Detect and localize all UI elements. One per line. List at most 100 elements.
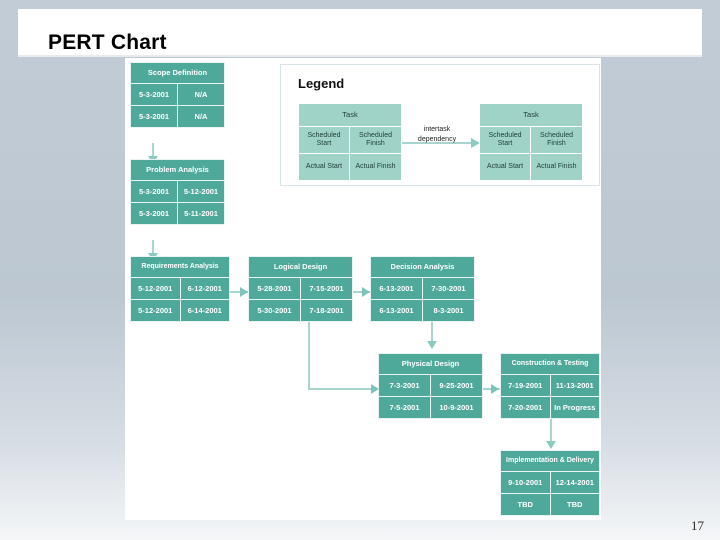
scheduled-start: 7-19-2001	[501, 375, 551, 396]
node-actual-row: 7-5-2001 10-9-2001	[379, 397, 482, 418]
scheduled-start: 5-3-2001	[131, 181, 178, 202]
actual-start: TBD	[501, 494, 551, 515]
actual-finish: 5-11-2001	[184, 209, 218, 218]
node-scheduled-row: 7-19-2001 11-13-2001	[501, 375, 599, 397]
connector-logical-elbow-vertical	[308, 320, 310, 388]
node-scheduled-row: 5-3-2001 5-12-2001	[131, 181, 224, 203]
node-decision-analysis[interactable]: Decision Analysis 6-13-2001 7-30-2001 6-…	[370, 256, 475, 322]
legend-task-left: Task Scheduled Start Scheduled Finish Ac…	[298, 103, 402, 181]
actual-finish: 6-14-2001	[187, 306, 222, 315]
legend-dependency-arrow-icon	[471, 138, 480, 148]
arrow-construction-to-implementation	[546, 441, 556, 449]
scheduled-start: 5-28-2001	[249, 278, 301, 299]
node-title: Requirements Analysis	[131, 257, 229, 278]
legend-actual-row: Actual Start Actual Finish	[299, 154, 401, 180]
arrow-logical-to-decision	[362, 287, 370, 297]
node-title: Physical Design	[379, 354, 482, 375]
node-physical-design[interactable]: Physical Design 7-3-2001 9-25-2001 7-5-2…	[378, 353, 483, 419]
actual-start: 6-13-2001	[371, 300, 423, 321]
legend-scheduled-start: Scheduled Start	[480, 127, 531, 153]
node-actual-row: 5-12-2001 6-14-2001	[131, 300, 229, 321]
actual-finish: 10-9-2001	[439, 403, 474, 412]
arrow-logical-to-physical	[371, 384, 379, 394]
node-title: Implementation & Delivery	[501, 451, 599, 472]
scheduled-finish: 7-15-2001	[309, 284, 344, 293]
legend-scheduled-row: Scheduled Start Scheduled Finish	[299, 127, 401, 154]
legend-scheduled-finish: Scheduled Finish	[358, 131, 393, 148]
legend-actual-finish: Actual Finish	[536, 162, 577, 170]
node-scope-definition[interactable]: Scope Definition 5-3-2001 N/A 5-3-2001 N…	[130, 62, 225, 128]
actual-finish: N/A	[194, 112, 208, 121]
actual-start: 7-5-2001	[379, 397, 431, 418]
legend-scheduled-row: Scheduled Start Scheduled Finish	[480, 127, 582, 154]
legend-scheduled-start: Scheduled Start	[299, 127, 350, 153]
node-actual-row: 6-13-2001 8-3-2001	[371, 300, 474, 321]
node-title: Problem Analysis	[131, 160, 224, 181]
actual-start: 5-3-2001	[131, 106, 178, 127]
actual-finish: In Progress	[554, 403, 596, 412]
scheduled-finish: N/A	[194, 90, 208, 99]
legend-task-right: Task Scheduled Start Scheduled Finish Ac…	[479, 103, 583, 181]
legend-heading: Legend	[298, 76, 345, 91]
arrow-physical-to-construction	[491, 384, 499, 394]
scheduled-finish: 12-14-2001	[555, 478, 594, 487]
scheduled-finish: 5-12-2001	[183, 187, 219, 196]
pert-chart-canvas: Scope Definition 5-3-2001 N/A 5-3-2001 N…	[125, 58, 601, 520]
connector-requirements-to-logical	[230, 291, 248, 293]
legend-panel: Legend Task Scheduled Start Scheduled Fi…	[280, 64, 600, 186]
node-title: Logical Design	[249, 257, 352, 278]
actual-start: 7-20-2001	[501, 397, 551, 418]
legend-actual-start: Actual Start	[480, 154, 531, 180]
node-title: Scope Definition	[131, 63, 224, 84]
scheduled-finish: 11-13-2001	[555, 381, 594, 390]
legend-actual-row: Actual Start Actual Finish	[480, 154, 582, 180]
node-requirements-analysis[interactable]: Requirements Analysis 5-12-2001 6-12-200…	[130, 256, 230, 322]
legend-task-title: Task	[480, 104, 582, 127]
scheduled-start: 5-12-2001	[131, 278, 181, 299]
node-problem-analysis[interactable]: Problem Analysis 5-3-2001 5-12-2001 5-3-…	[130, 159, 225, 225]
actual-finish: TBD	[567, 500, 583, 509]
scheduled-finish: 6-12-2001	[187, 284, 222, 293]
page-title: PERT Chart	[48, 31, 167, 54]
node-actual-row: TBD TBD	[501, 494, 599, 515]
legend-scheduled-finish: Scheduled Finish	[539, 131, 574, 148]
node-implementation-delivery[interactable]: Implementation & Delivery 9-10-2001 12-1…	[500, 450, 600, 516]
node-construction-testing[interactable]: Construction & Testing 7-19-2001 11-13-2…	[500, 353, 600, 419]
node-scheduled-row: 7-3-2001 9-25-2001	[379, 375, 482, 397]
page-number: 17	[691, 518, 704, 533]
node-scheduled-row: 6-13-2001 7-30-2001	[371, 278, 474, 300]
node-logical-design[interactable]: Logical Design 5-28-2001 7-15-2001 5-30-…	[248, 256, 353, 322]
node-title: Decision Analysis	[371, 257, 474, 278]
node-scheduled-row: 9-10-2001 12-14-2001	[501, 472, 599, 494]
legend-dependency-line	[402, 142, 472, 144]
title-divider	[18, 55, 702, 57]
actual-finish: 7-18-2001	[309, 306, 344, 315]
node-actual-row: 5-30-2001 7-18-2001	[249, 300, 352, 321]
legend-task-title: Task	[299, 104, 401, 127]
connector-problem-to-requirements	[152, 240, 154, 262]
scheduled-start: 7-3-2001	[379, 375, 431, 396]
arrow-decision-to-physical	[427, 341, 437, 349]
legend-dependency-label: intertask dependency	[417, 126, 457, 143]
slide-title-band: PERT Chart	[18, 9, 702, 55]
legend-actual-finish: Actual Finish	[355, 162, 396, 170]
scheduled-start: 6-13-2001	[371, 278, 423, 299]
connector-scope-to-problem	[152, 143, 154, 165]
actual-finish: 8-3-2001	[433, 306, 464, 315]
node-actual-row: 5-3-2001 N/A	[131, 106, 224, 127]
node-actual-row: 5-3-2001 5-11-2001	[131, 203, 224, 224]
connector-decision-to-physical	[431, 320, 433, 348]
node-title: Construction & Testing	[501, 354, 599, 375]
actual-start: 5-30-2001	[249, 300, 301, 321]
scheduled-finish: 9-25-2001	[439, 381, 474, 390]
node-actual-row: 7-20-2001 In Progress	[501, 397, 599, 418]
scheduled-start: 9-10-2001	[501, 472, 551, 493]
connector-construction-to-implementation	[550, 418, 552, 448]
scheduled-start: 5-3-2001	[131, 84, 178, 105]
actual-start: 5-3-2001	[131, 203, 178, 224]
arrow-requirements-to-logical	[240, 287, 248, 297]
node-scheduled-row: 5-28-2001 7-15-2001	[249, 278, 352, 300]
actual-start: 5-12-2001	[131, 300, 181, 321]
scheduled-finish: 7-30-2001	[431, 284, 466, 293]
connector-logical-to-decision	[353, 291, 370, 293]
